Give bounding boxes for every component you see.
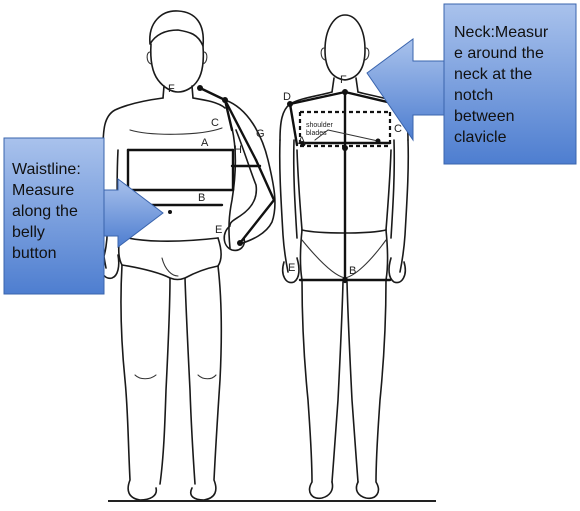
front-label-c: C [211,117,219,129]
back-label-shoulder: shoulder [306,122,334,129]
back-labels: D F C A E B shoulder blades [283,74,402,277]
waist-callout-line: Measure [12,182,75,199]
back-label-blades: blades [306,130,327,137]
front-measurements [118,85,276,246]
neck-callout-line: between [454,108,515,125]
neck-callout-line: e around the [454,45,544,62]
back-label-e: E [288,262,295,274]
back-label-f: F [340,74,347,86]
front-label-b: B [198,192,205,204]
front-label-h: H [234,144,242,156]
neck-callout-text: Neck:Measur e around the neck at the not… [454,22,570,148]
back-label-d: D [283,91,291,103]
back-label-b: B [349,265,356,277]
front-labels: F C G A H B E [168,83,265,236]
neck-callout-arrow [366,38,445,142]
waist-callout-line: button [12,245,57,262]
front-label-a: A [201,137,209,149]
back-label-c: C [394,123,402,135]
front-label-f: F [168,83,175,95]
back-figure [278,14,410,500]
neck-callout-line: Neck:Measur [454,24,549,41]
neck-callout-line: neck at the [454,66,533,83]
waist-callout-line: along the [12,203,78,220]
front-label-g: G [256,128,265,140]
front-label-e: E [215,224,222,236]
back-measurements [287,89,398,284]
waist-callout-line: belly [12,224,45,241]
neck-callout-line: clavicle [454,129,507,146]
waist-callout-line: Waistline: [12,161,81,178]
waist-callout-box [3,137,105,295]
waist-callout-arrow [103,177,164,249]
waist-callout-text: Waistline: Measure along the belly butto… [12,159,106,264]
neck-callout-line: notch [454,87,494,104]
front-figure [99,10,276,501]
neck-callout-box [443,3,577,165]
back-label-a: A [298,135,306,147]
